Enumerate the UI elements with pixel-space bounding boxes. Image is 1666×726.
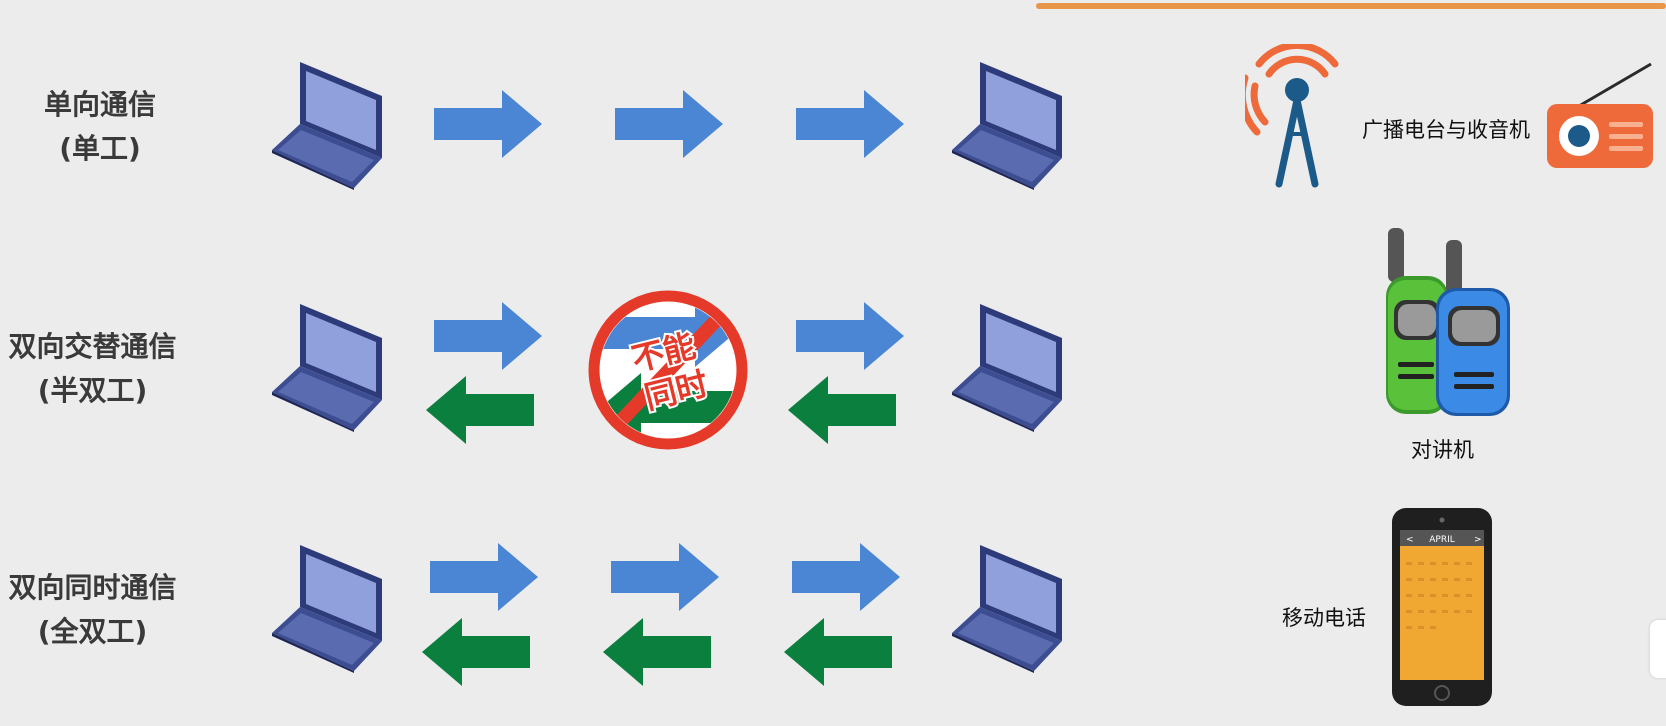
right-arrow-icon [434,90,542,158]
right-arrow-icon [430,543,538,611]
right-arrow-icon [611,543,719,611]
left-arrow-icon [788,376,896,444]
laptop-icon [270,302,388,432]
side-panel-tab[interactable] [1650,620,1666,678]
laptop-icon [950,60,1068,190]
left-arrow-icon [784,618,892,686]
row-title: 单向通信 [43,88,156,121]
phone-calendar-month: APRIL [1429,535,1455,545]
svg-text:<: < [1406,535,1414,545]
right-arrow-icon [434,302,542,370]
row-subtitle: (单工) [59,132,141,165]
right-arrow-icon [792,543,900,611]
laptop-icon [950,302,1068,432]
right-arrow-icon [796,90,904,158]
row-label-half-duplex: 双向交替通信 (半双工) [0,325,195,413]
row-label-full-duplex: 双向同时通信 (全双工) [0,566,195,654]
laptop-icon [270,60,388,190]
antenna-tower-icon [1245,44,1339,188]
mobile-phone-label: 移动电话 [1282,606,1366,630]
mobile-phone-icon: APRIL < > [1392,508,1492,706]
top-accent-line [1036,3,1666,9]
svg-text:>: > [1474,535,1482,545]
left-arrow-icon [603,618,711,686]
right-arrow-icon [796,302,904,370]
left-arrow-icon [422,618,530,686]
right-arrow-icon [615,90,723,158]
walkie-talkie-label: 对讲机 [1411,438,1474,462]
prohibited-icon: 不能 同时 [588,290,748,450]
walkie-talkie-icon [1386,228,1510,416]
radio-label: 广播电台与收音机 [1362,118,1530,142]
laptop-icon [270,543,388,673]
radio-icon [1547,62,1653,168]
laptop-icon [950,543,1068,673]
row-subtitle: (全双工) [37,615,148,648]
row-title: 双向交替通信 [8,330,177,363]
row-title: 双向同时通信 [8,571,177,604]
row-label-simplex: 单向通信 (单工) [0,83,200,171]
left-arrow-icon [426,376,534,444]
row-subtitle: (半双工) [37,374,148,407]
